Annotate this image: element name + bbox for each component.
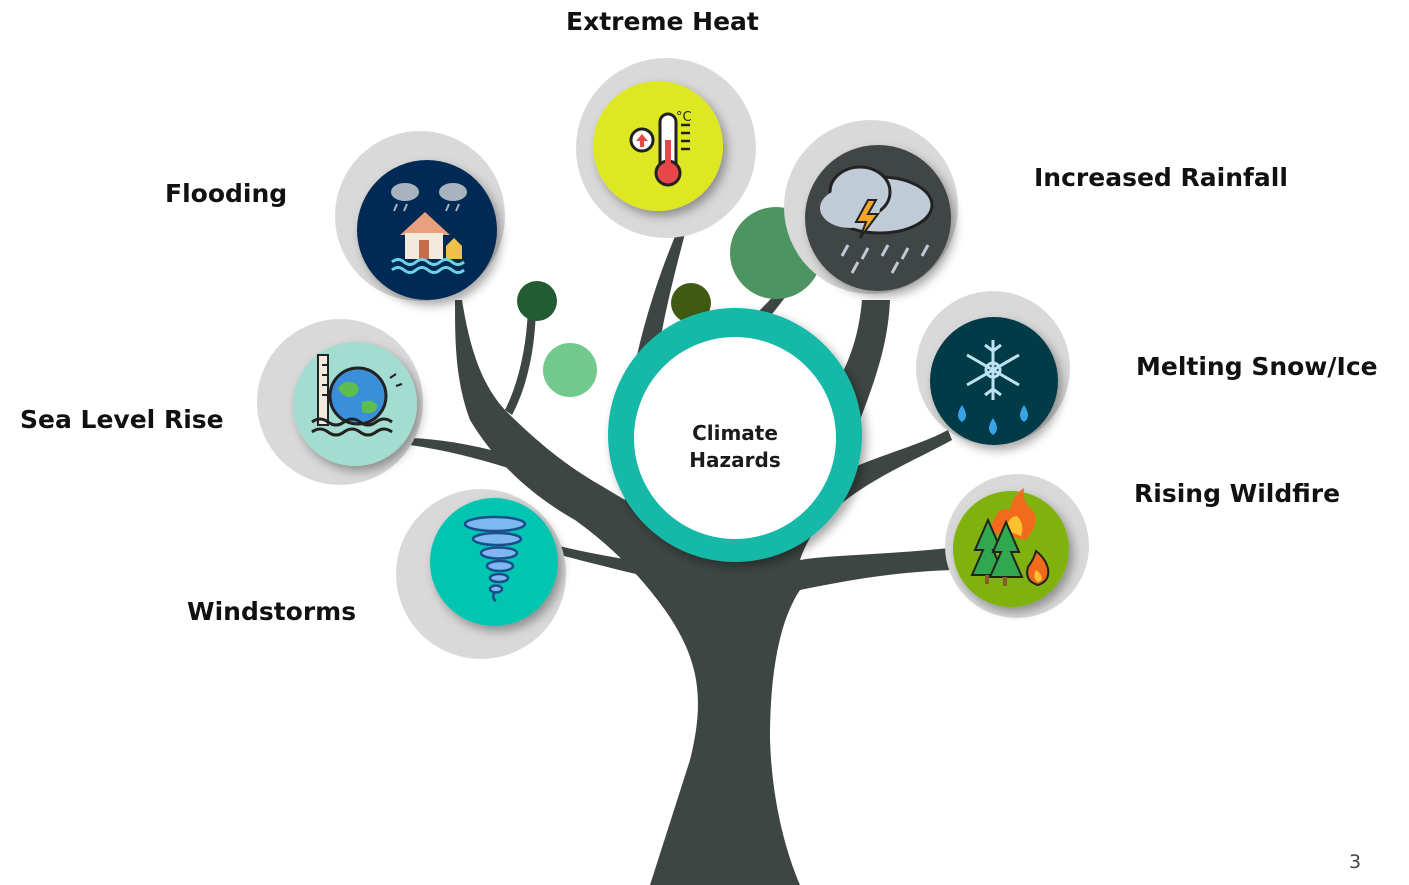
storm-cloud-icon — [820, 165, 934, 274]
label-windstorms: Windstorms — [187, 597, 357, 626]
tornado-icon — [463, 515, 527, 603]
center-title-line1: Climate — [692, 421, 778, 445]
center-title-line2: Hazards — [689, 448, 781, 472]
flooding-node — [335, 131, 505, 301]
melting-snow-ice-node — [916, 291, 1070, 445]
page-number: 3 — [1349, 851, 1362, 873]
increased-rainfall-node — [784, 120, 958, 294]
snowflake-drops-icon — [966, 340, 1020, 400]
water-drop-icon — [1020, 405, 1028, 422]
sea-level-globe-icon — [311, 354, 403, 437]
extreme-heat-node: °C — [576, 58, 756, 238]
label-sea-level-rise: Sea Level Rise — [20, 405, 224, 434]
forest-fire-icon — [970, 488, 1050, 587]
decorative-dot — [543, 343, 597, 397]
label-rising-wildfire: Rising Wildfire — [1134, 479, 1341, 508]
windstorms-node — [396, 489, 566, 659]
water-drop-icon — [958, 405, 966, 422]
label-melting-snow-ice: Melting Snow/Ice — [1136, 352, 1378, 381]
label-extreme-heat: Extreme Heat — [566, 7, 759, 36]
rising-wildfire-node — [945, 474, 1089, 618]
water-drop-icon — [989, 418, 997, 435]
thermometer-icon: °C — [629, 110, 692, 187]
flooded-house-icon — [391, 183, 467, 274]
sea-level-rise-node — [257, 319, 423, 485]
svg-text:°C: °C — [676, 110, 692, 125]
decorative-dot — [517, 281, 557, 321]
center-title: Climate Hazards — [649, 420, 821, 474]
center-node — [608, 308, 862, 562]
label-increased-rainfall: Increased Rainfall — [1034, 163, 1288, 192]
label-flooding: Flooding — [165, 179, 288, 208]
